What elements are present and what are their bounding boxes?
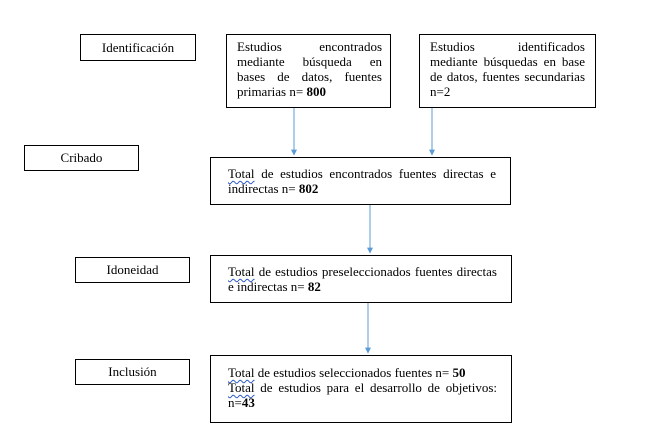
objectives-word: Total — [228, 380, 255, 395]
secondary-text: Estudios identificados mediante búsqueda… — [430, 39, 585, 99]
selected-line-2: Total de estudios para el desarrollo de … — [228, 380, 497, 410]
selected-count: 50 — [452, 365, 466, 380]
box-total-found: Total de estudios encontrados fuentes di… — [210, 157, 511, 205]
selected-text: de estudios seleccionados fuentes n= — [254, 365, 453, 380]
box-selected: Total de estudios seleccionados fuentes … — [210, 355, 512, 423]
total-found-count: 802 — [298, 181, 319, 196]
stage-identificacion: Identificación — [80, 34, 196, 61]
stage-idoneidad: Idoneidad — [75, 257, 190, 283]
selected-word: Total — [228, 365, 255, 380]
objectives-count: 43 — [241, 395, 255, 410]
stage-cribado-label: Cribado — [60, 150, 103, 165]
primary-count: 800 — [306, 84, 326, 99]
total-found-word: Total — [228, 166, 255, 181]
stage-cribado: Cribado — [24, 145, 139, 171]
preselected-text: de estudios preseleccionados fuentes dir… — [228, 264, 497, 294]
box-preselected: Total de estudios preseleccionados fuent… — [210, 255, 512, 303]
stage-inclusion-label: Inclusión — [108, 364, 157, 379]
primary-text: Estudios encontrados mediante búsqueda e… — [237, 39, 382, 99]
stage-inclusion: Inclusión — [75, 359, 190, 385]
stage-idoneidad-label: Idoneidad — [106, 262, 159, 277]
stage-identificacion-label: Identificación — [101, 39, 175, 55]
objectives-text: de estudios para el desarrollo de objeti… — [228, 380, 497, 410]
selected-line-1: Total de estudios seleccionados fuentes … — [228, 365, 497, 380]
total-found-text: de estudios encontrados fuentes directas… — [228, 166, 496, 196]
box-primary-sources: Estudios encontrados mediante búsqueda e… — [226, 34, 391, 108]
box-secondary-sources: Estudios identificados mediante búsqueda… — [419, 34, 596, 108]
preselected-count: 82 — [307, 279, 321, 294]
preselected-word: Total — [228, 264, 255, 279]
